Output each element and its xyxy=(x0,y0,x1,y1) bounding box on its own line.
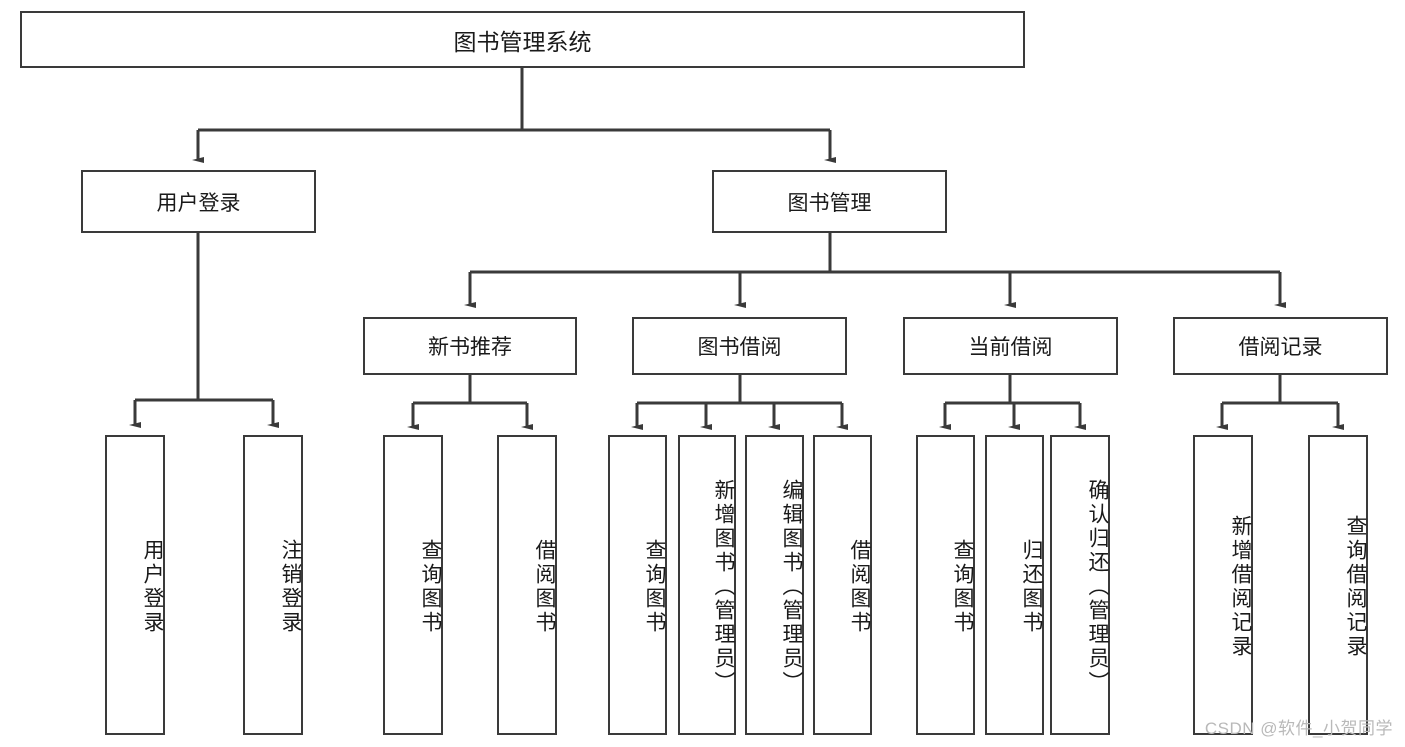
node-user-login-label: 用户登录 xyxy=(156,191,241,215)
node-leaf-edit-book[interactable]: 编辑图书（管理员） xyxy=(745,435,804,735)
node-leaf-return-book-label: 归还图书 xyxy=(1020,539,1043,635)
node-book-manage-label: 图书管理 xyxy=(787,191,872,215)
node-leaf-edit-book-label: 编辑图书（管理员） xyxy=(780,479,803,695)
node-leaf-add-record-label: 新增借阅记录 xyxy=(1229,515,1252,659)
node-leaf-borrow-book-2-label: 借阅图书 xyxy=(848,539,871,635)
node-leaf-return-book[interactable]: 归还图书 xyxy=(985,435,1044,735)
node-borrow-record-label: 借阅记录 xyxy=(1238,336,1323,359)
node-book-manage[interactable]: 图书管理 xyxy=(712,170,947,233)
node-leaf-query-book-1[interactable]: 查询图书 xyxy=(383,435,443,735)
node-leaf-confirm-return[interactable]: 确认归还（管理员） xyxy=(1050,435,1110,735)
node-leaf-borrow-book-1[interactable]: 借阅图书 xyxy=(497,435,557,735)
node-leaf-add-book-label: 新增图书（管理员） xyxy=(712,479,735,695)
node-user-login[interactable]: 用户登录 xyxy=(81,170,316,233)
node-leaf-query-book-2[interactable]: 查询图书 xyxy=(608,435,667,735)
node-leaf-query-record[interactable]: 查询借阅记录 xyxy=(1308,435,1368,735)
node-leaf-borrow-book-1-label: 借阅图书 xyxy=(533,539,556,635)
node-leaf-user-login-label: 用户登录 xyxy=(141,539,164,635)
node-root-label: 图书管理系统 xyxy=(453,28,592,55)
node-book-borrow-label: 图书借阅 xyxy=(697,336,782,359)
node-root[interactable]: 图书管理系统 xyxy=(20,11,1025,68)
node-book-borrow[interactable]: 图书借阅 xyxy=(632,317,847,375)
node-leaf-logout[interactable]: 注销登录 xyxy=(243,435,303,735)
node-leaf-add-book[interactable]: 新增图书（管理员） xyxy=(678,435,736,735)
node-leaf-borrow-book-2[interactable]: 借阅图书 xyxy=(813,435,872,735)
node-current-borrow-label: 当前借阅 xyxy=(968,336,1053,359)
node-new-book-rec[interactable]: 新书推荐 xyxy=(363,317,577,375)
node-borrow-record[interactable]: 借阅记录 xyxy=(1173,317,1388,375)
node-leaf-user-login[interactable]: 用户登录 xyxy=(105,435,165,735)
node-leaf-add-record[interactable]: 新增借阅记录 xyxy=(1193,435,1253,735)
node-leaf-confirm-return-label: 确认归还（管理员） xyxy=(1086,479,1109,695)
node-current-borrow[interactable]: 当前借阅 xyxy=(903,317,1118,375)
node-leaf-query-book-3[interactable]: 查询图书 xyxy=(916,435,975,735)
node-leaf-query-book-1-label: 查询图书 xyxy=(419,539,442,635)
node-leaf-query-book-3-label: 查询图书 xyxy=(951,539,974,635)
node-leaf-logout-label: 注销登录 xyxy=(279,539,302,635)
node-leaf-query-record-label: 查询借阅记录 xyxy=(1344,515,1367,659)
node-new-book-rec-label: 新书推荐 xyxy=(428,336,512,359)
node-leaf-query-book-2-label: 查询图书 xyxy=(643,539,666,635)
